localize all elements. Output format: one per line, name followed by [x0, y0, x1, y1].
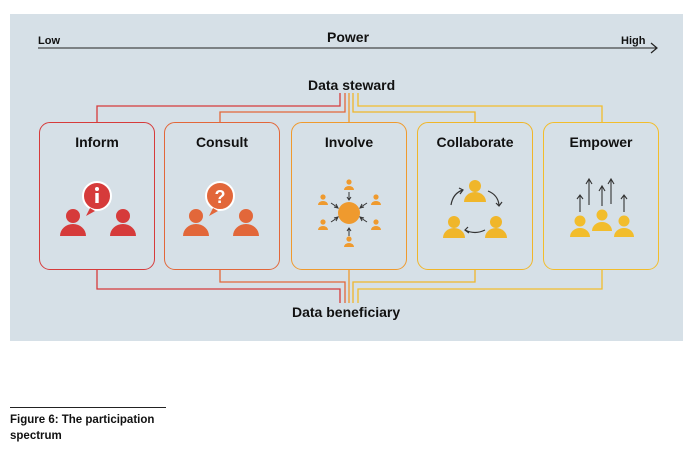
upward-arrows-people-icon — [570, 177, 634, 237]
question-speech-icon: ? — [183, 181, 259, 236]
beneficiary-connectors — [96, 270, 603, 303]
card-empower — [543, 122, 659, 270]
card-title-consult: Consult — [195, 134, 249, 150]
data-beneficiary-label: Data beneficiary — [292, 304, 401, 320]
inward-arrows-people-icon — [318, 179, 381, 247]
card-title-involve: Involve — [324, 134, 374, 150]
caption-rule — [10, 407, 166, 408]
scale-title: Power — [327, 29, 370, 45]
figure-caption: Figure 6: The participation spectrum — [10, 414, 155, 442]
cycle-people-icon — [443, 180, 507, 238]
information-speech-icon — [60, 181, 136, 236]
data-steward-label: Data steward — [308, 77, 396, 93]
scale-low-label: Low — [38, 35, 60, 47]
card-collaborate — [417, 122, 533, 270]
card-title-inform: Inform — [75, 134, 119, 150]
card-inform — [39, 122, 155, 270]
scale-high-label: High — [621, 35, 646, 47]
svg-text:?: ? — [215, 187, 226, 207]
card-title-empower: Empower — [569, 134, 633, 150]
diagram-panel — [10, 14, 683, 341]
power-axis-arrow — [38, 42, 658, 54]
card-title-collaborate: Collaborate — [436, 134, 514, 150]
steward-connectors — [96, 93, 603, 122]
card-involve — [291, 122, 407, 270]
card-consult — [164, 122, 280, 270]
